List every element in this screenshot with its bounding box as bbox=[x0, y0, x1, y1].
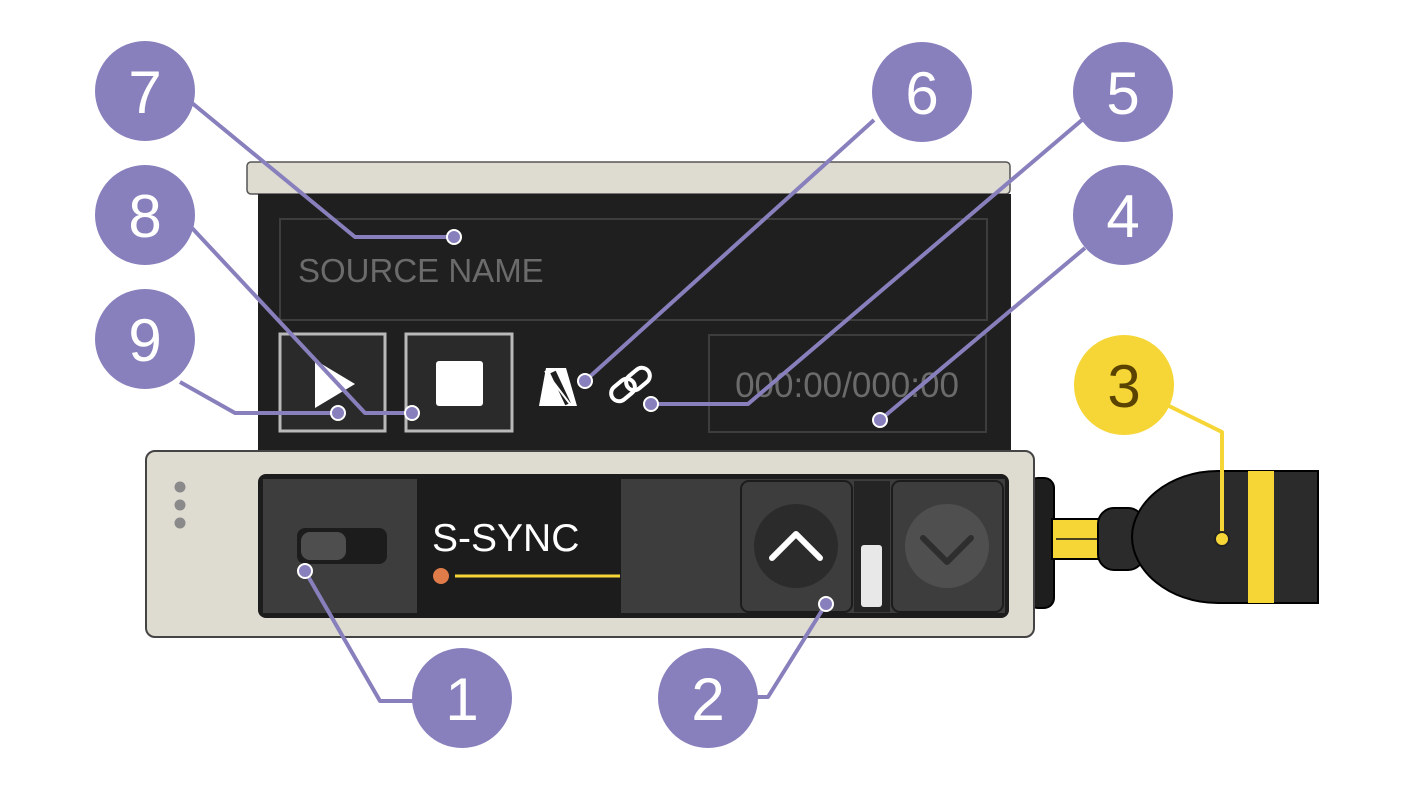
leader-line-9 bbox=[179, 380, 338, 415]
up-button[interactable] bbox=[740, 480, 853, 613]
leader-lines bbox=[179, 101, 1224, 703]
leader-line-7 bbox=[190, 101, 454, 239]
callout-badge-2: 2 bbox=[658, 648, 758, 748]
callout-badge-3: 3 bbox=[1074, 335, 1174, 435]
callout-badge-4: 4 bbox=[1073, 165, 1173, 265]
stop-icon bbox=[436, 361, 483, 406]
status-dot bbox=[433, 568, 449, 584]
svg-text:4: 4 bbox=[1106, 183, 1139, 250]
callout-badge-9: 9 bbox=[95, 289, 195, 389]
chevron-up-icon bbox=[769, 531, 823, 561]
leader-line-8 bbox=[190, 226, 412, 415]
svg-text:9: 9 bbox=[128, 307, 161, 374]
svg-text:2: 2 bbox=[691, 666, 724, 733]
svg-text:5: 5 bbox=[1106, 60, 1139, 127]
callout-badge-7: 7 bbox=[95, 41, 195, 141]
display-top-rail bbox=[246, 161, 1011, 195]
svg-text:3: 3 bbox=[1107, 353, 1140, 420]
sync-label: S-SYNC bbox=[432, 517, 579, 560]
svg-text:7: 7 bbox=[128, 59, 161, 126]
cable-plug-icon bbox=[1027, 470, 1319, 609]
leader-line-1 bbox=[303, 570, 415, 703]
leader-endpoints bbox=[297, 229, 1230, 612]
stop-button[interactable] bbox=[404, 332, 514, 433]
callout-badge-6: 6 bbox=[872, 42, 972, 142]
leader-line-5 bbox=[651, 118, 1084, 406]
leader-line-4 bbox=[878, 246, 1087, 422]
timecode-box bbox=[708, 334, 987, 433]
level-indicator bbox=[861, 545, 882, 607]
leader-line-6 bbox=[583, 118, 876, 383]
toggle-switch[interactable] bbox=[297, 528, 387, 564]
callout-badge-8: 8 bbox=[95, 165, 195, 265]
chevron-down-icon bbox=[920, 535, 974, 565]
source-name-field[interactable] bbox=[279, 218, 988, 321]
down-button[interactable] bbox=[891, 480, 1004, 613]
leader-line-2 bbox=[755, 602, 828, 699]
svg-text:6: 6 bbox=[905, 60, 938, 127]
svg-text:8: 8 bbox=[128, 183, 161, 250]
leader-line-3 bbox=[1166, 403, 1224, 539]
link-icon[interactable] bbox=[608, 365, 653, 405]
vertical-dots-icon[interactable] bbox=[174, 481, 186, 529]
metronome-icon[interactable] bbox=[539, 368, 577, 406]
callout-badge-1: 1 bbox=[412, 648, 512, 748]
source-name-placeholder: SOURCE NAME bbox=[298, 252, 544, 289]
svg-text:1: 1 bbox=[445, 666, 478, 733]
sync-module: S-SYNC bbox=[145, 450, 1035, 638]
callout-badge-5: 5 bbox=[1073, 42, 1173, 142]
